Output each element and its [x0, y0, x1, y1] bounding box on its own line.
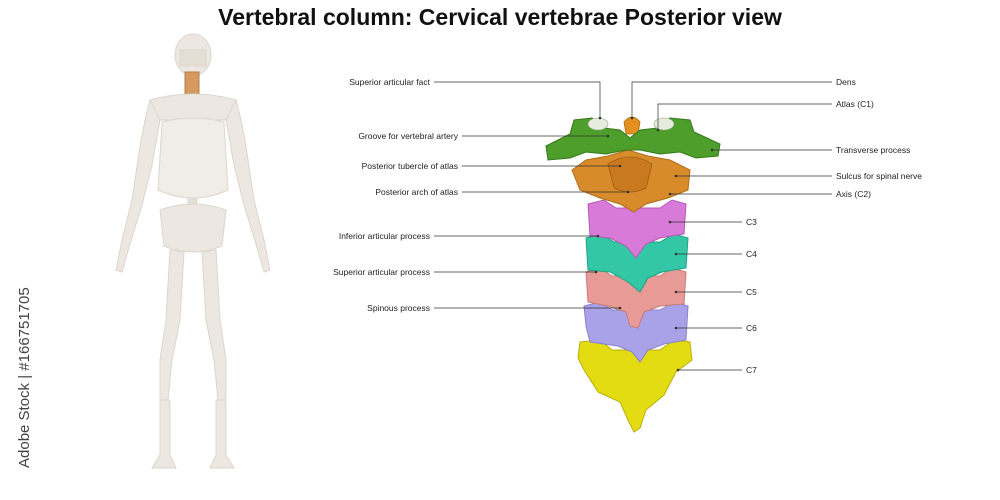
label-sulcus-spinal-nerve: Sulcus for spinal nerve: [836, 171, 922, 181]
label-c4: C4: [746, 249, 757, 259]
label-atlas: Atlas (C1): [836, 99, 874, 109]
label-posterior-arch-atlas: Posterior arch of atlas: [375, 187, 458, 197]
vertebrae-stack: [545, 116, 721, 433]
svg-text:Adobe Stock | #166751705: Adobe Stock | #166751705: [16, 287, 33, 468]
label-transverse-process: Transverse process: [836, 145, 910, 155]
label-axis: Axis (C2): [836, 189, 871, 199]
labels-right: Dens Atlas (C1) Transverse process Sulcu…: [746, 77, 922, 375]
label-c7: C7: [746, 365, 757, 375]
label-inferior-articular-process: Inferior articular process: [339, 231, 430, 241]
label-groove-vertebral-artery: Groove for vertebral artery: [358, 131, 458, 141]
page-title: Vertebral column: Cervical vertebrae Pos…: [218, 4, 782, 30]
label-superior-articular-facet: Superior articular fact: [349, 77, 430, 87]
leader-lines: [434, 81, 832, 371]
label-posterior-tubercle-atlas: Posterior tubercle of atlas: [362, 161, 458, 171]
label-c5: C5: [746, 287, 757, 297]
label-spinous-process: Spinous process: [367, 303, 430, 313]
label-superior-articular-process: Superior articular process: [333, 267, 430, 277]
watermark-text: Adobe Stock | #166751705: [16, 287, 33, 468]
cervical-highlight: [184, 71, 200, 97]
labels-left: Superior articular fact Groove for verte…: [333, 77, 459, 313]
skeleton-figure: [115, 33, 271, 469]
leader-dots: [594, 116, 714, 372]
c3-vertebra: [587, 199, 687, 259]
label-dens: Dens: [836, 77, 856, 87]
superior-articular-facet-left: [587, 117, 609, 131]
label-c6: C6: [746, 323, 757, 333]
superior-articular-facet-right: [653, 117, 675, 131]
label-c3: C3: [746, 217, 757, 227]
c7-vertebra: [577, 339, 693, 433]
axis-spinous-process: [607, 156, 653, 193]
